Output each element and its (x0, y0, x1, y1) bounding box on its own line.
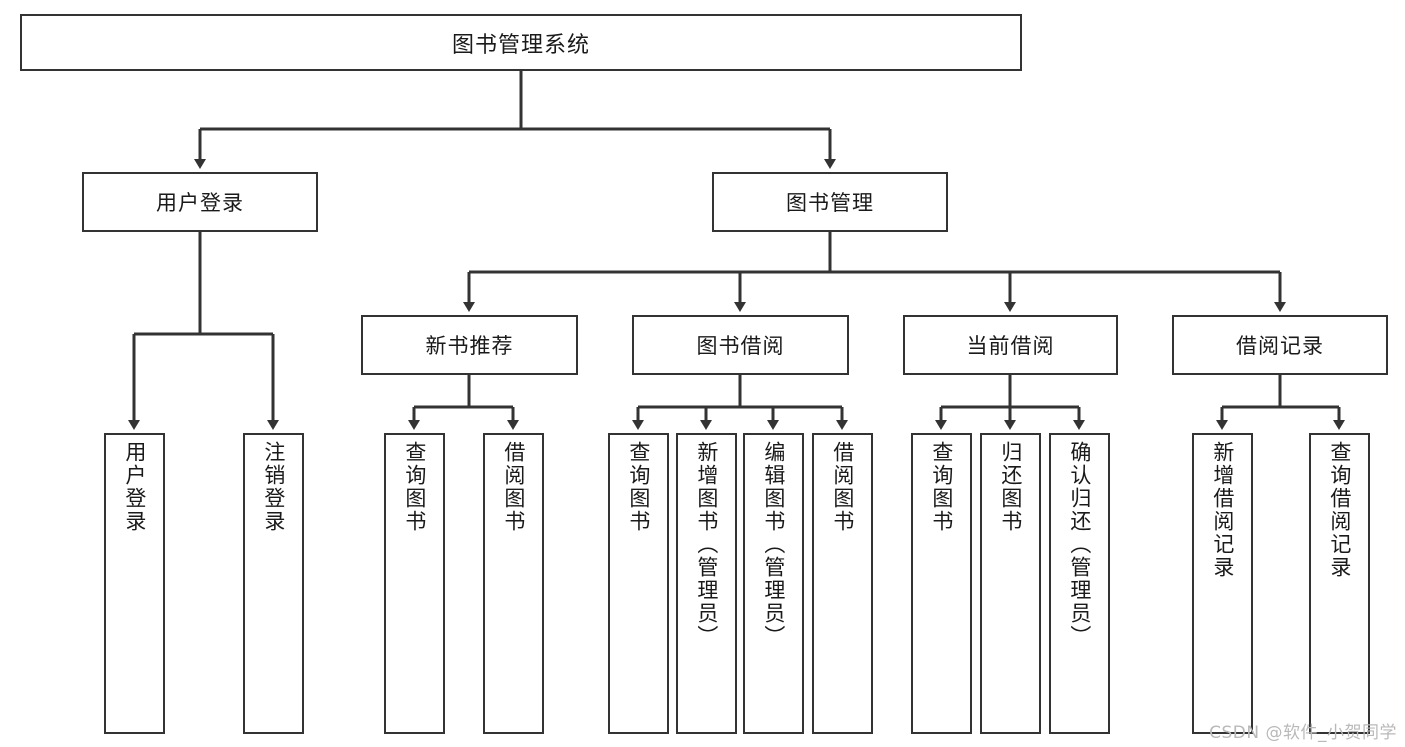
leaf-return-books[interactable]: 归还图书 (980, 433, 1041, 734)
leaf-query-borrow-record[interactable]: 查询借阅记录 (1309, 433, 1370, 734)
node-book-management[interactable]: 图书管理 (712, 172, 948, 232)
node-label: 查询图书 (929, 441, 954, 533)
node-label: 用户登录 (156, 191, 244, 215)
node-label: 借阅记录 (1236, 334, 1324, 358)
node-label: 新书推荐 (425, 334, 514, 358)
node-label: 编辑图书（管理员） (761, 441, 786, 648)
node-label: 确认归还（管理员） (1067, 441, 1092, 648)
leaf-add-book-admin[interactable]: 新增图书（管理员） (676, 433, 737, 734)
leaf-query-books-borrow[interactable]: 查询图书 (608, 433, 669, 734)
node-label: 查询借阅记录 (1327, 441, 1352, 579)
node-label: 查询图书 (626, 441, 651, 533)
node-label: 新增图书（管理员） (694, 441, 719, 648)
leaf-borrow-books-recommend[interactable]: 借阅图书 (483, 433, 544, 734)
node-label: 注销登录 (261, 441, 286, 533)
node-label: 图书管理系统 (451, 32, 590, 58)
node-user-login[interactable]: 用户登录 (82, 172, 318, 232)
node-label: 图书借阅 (696, 334, 785, 358)
node-new-book-recommend[interactable]: 新书推荐 (361, 315, 578, 375)
node-label: 归还图书 (998, 441, 1023, 533)
node-label: 借阅图书 (830, 441, 855, 533)
node-label: 当前借阅 (966, 334, 1055, 358)
node-current-borrow[interactable]: 当前借阅 (903, 315, 1118, 375)
node-label: 查询图书 (402, 441, 427, 533)
leaf-add-borrow-record[interactable]: 新增借阅记录 (1192, 433, 1253, 734)
node-borrow-records[interactable]: 借阅记录 (1172, 315, 1388, 375)
leaf-query-books-recommend[interactable]: 查询图书 (384, 433, 445, 734)
leaf-confirm-return-admin[interactable]: 确认归还（管理员） (1049, 433, 1110, 734)
node-label: 图书管理 (786, 191, 874, 215)
watermark: CSDN @软件_小贺同学 (1209, 723, 1397, 743)
node-label: 用户登录 (122, 441, 147, 533)
leaf-query-books-current[interactable]: 查询图书 (911, 433, 972, 734)
leaf-user-login[interactable]: 用户登录 (104, 433, 165, 734)
node-label: 新增借阅记录 (1210, 441, 1235, 579)
leaf-borrow-books[interactable]: 借阅图书 (812, 433, 873, 734)
leaf-edit-book-admin[interactable]: 编辑图书（管理员） (743, 433, 804, 734)
node-book-borrow[interactable]: 图书借阅 (632, 315, 849, 375)
node-label: 借阅图书 (501, 441, 526, 533)
node-root-system[interactable]: 图书管理系统 (20, 14, 1022, 71)
leaf-logout[interactable]: 注销登录 (243, 433, 304, 734)
